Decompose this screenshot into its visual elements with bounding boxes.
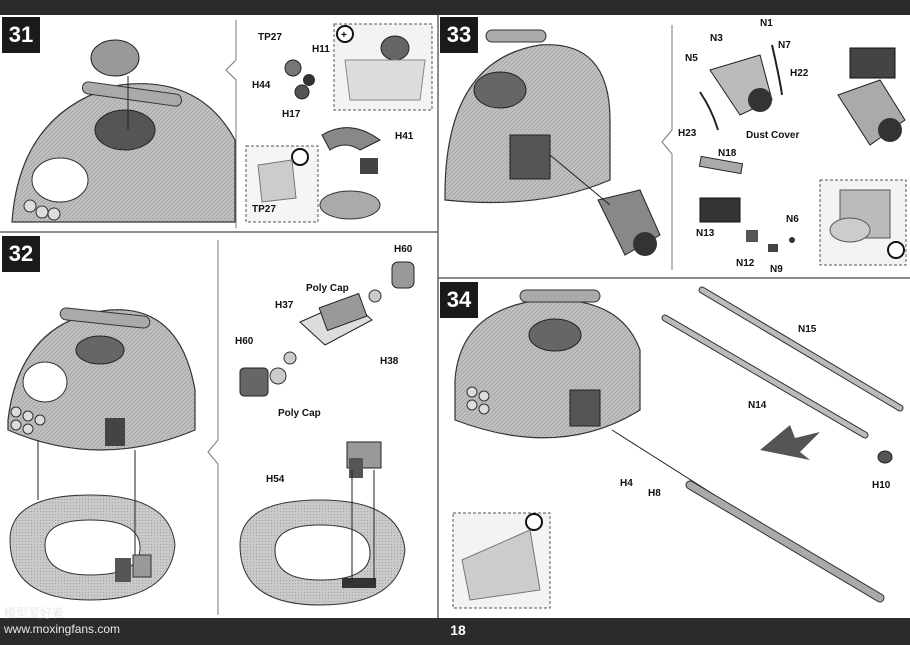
step-34-badge: 34 — [440, 282, 478, 318]
step33-turret — [444, 29, 661, 256]
part-label: Poly Cap — [278, 408, 321, 419]
part-label: H8 — [648, 488, 661, 499]
part-label: H41 — [395, 131, 414, 142]
part-label: H10 — [872, 480, 891, 491]
part-label: H60 — [394, 244, 413, 255]
step31-parts: + — [245, 23, 433, 223]
part-label: N18 — [718, 148, 737, 159]
part-label: H11 — [312, 44, 330, 55]
top-band — [0, 0, 910, 15]
watermark-cn: 模型爱好者 — [4, 606, 65, 620]
part-label: TP27 — [252, 204, 276, 215]
part-label: H23 — [678, 128, 697, 139]
part-label: N15 — [798, 324, 817, 335]
part-label: H4 — [620, 478, 633, 489]
part-label: TP27 — [258, 32, 282, 43]
part-label: H37 — [275, 300, 294, 311]
step33-parts — [698, 44, 907, 266]
step31-turret — [11, 39, 236, 223]
part-label: H38 — [380, 356, 399, 367]
part-label: H22 — [790, 68, 809, 79]
step32-turret — [7, 307, 196, 601]
step32-parts — [239, 261, 415, 606]
part-label: N7 — [778, 40, 791, 51]
part-label: H17 — [282, 109, 301, 120]
part-label: N1 — [760, 18, 773, 29]
part-label: N9 — [770, 264, 783, 275]
step-32-badge: 32 — [2, 236, 40, 272]
bottom-band — [0, 618, 910, 645]
page-number: 18 — [450, 622, 466, 638]
part-label: H44 — [252, 80, 271, 91]
watermark-url: www.moxingfans.com — [4, 622, 121, 636]
part-label: N5 — [685, 53, 698, 64]
svg-text:+: + — [341, 30, 347, 41]
part-label: H54 — [266, 474, 285, 485]
part-label: H60 — [235, 336, 254, 347]
part-label: N3 — [710, 33, 723, 44]
part-label: Dust Cover — [746, 130, 800, 141]
step-33-badge: 33 — [440, 17, 478, 53]
part-label: Poly Cap — [306, 283, 349, 294]
step34-barrels — [452, 286, 904, 609]
part-label: N13 — [696, 228, 715, 239]
part-label: N6 — [786, 214, 799, 225]
part-label: N14 — [748, 400, 767, 411]
step-31-badge: 31 — [2, 17, 40, 53]
part-label: N12 — [736, 258, 755, 269]
